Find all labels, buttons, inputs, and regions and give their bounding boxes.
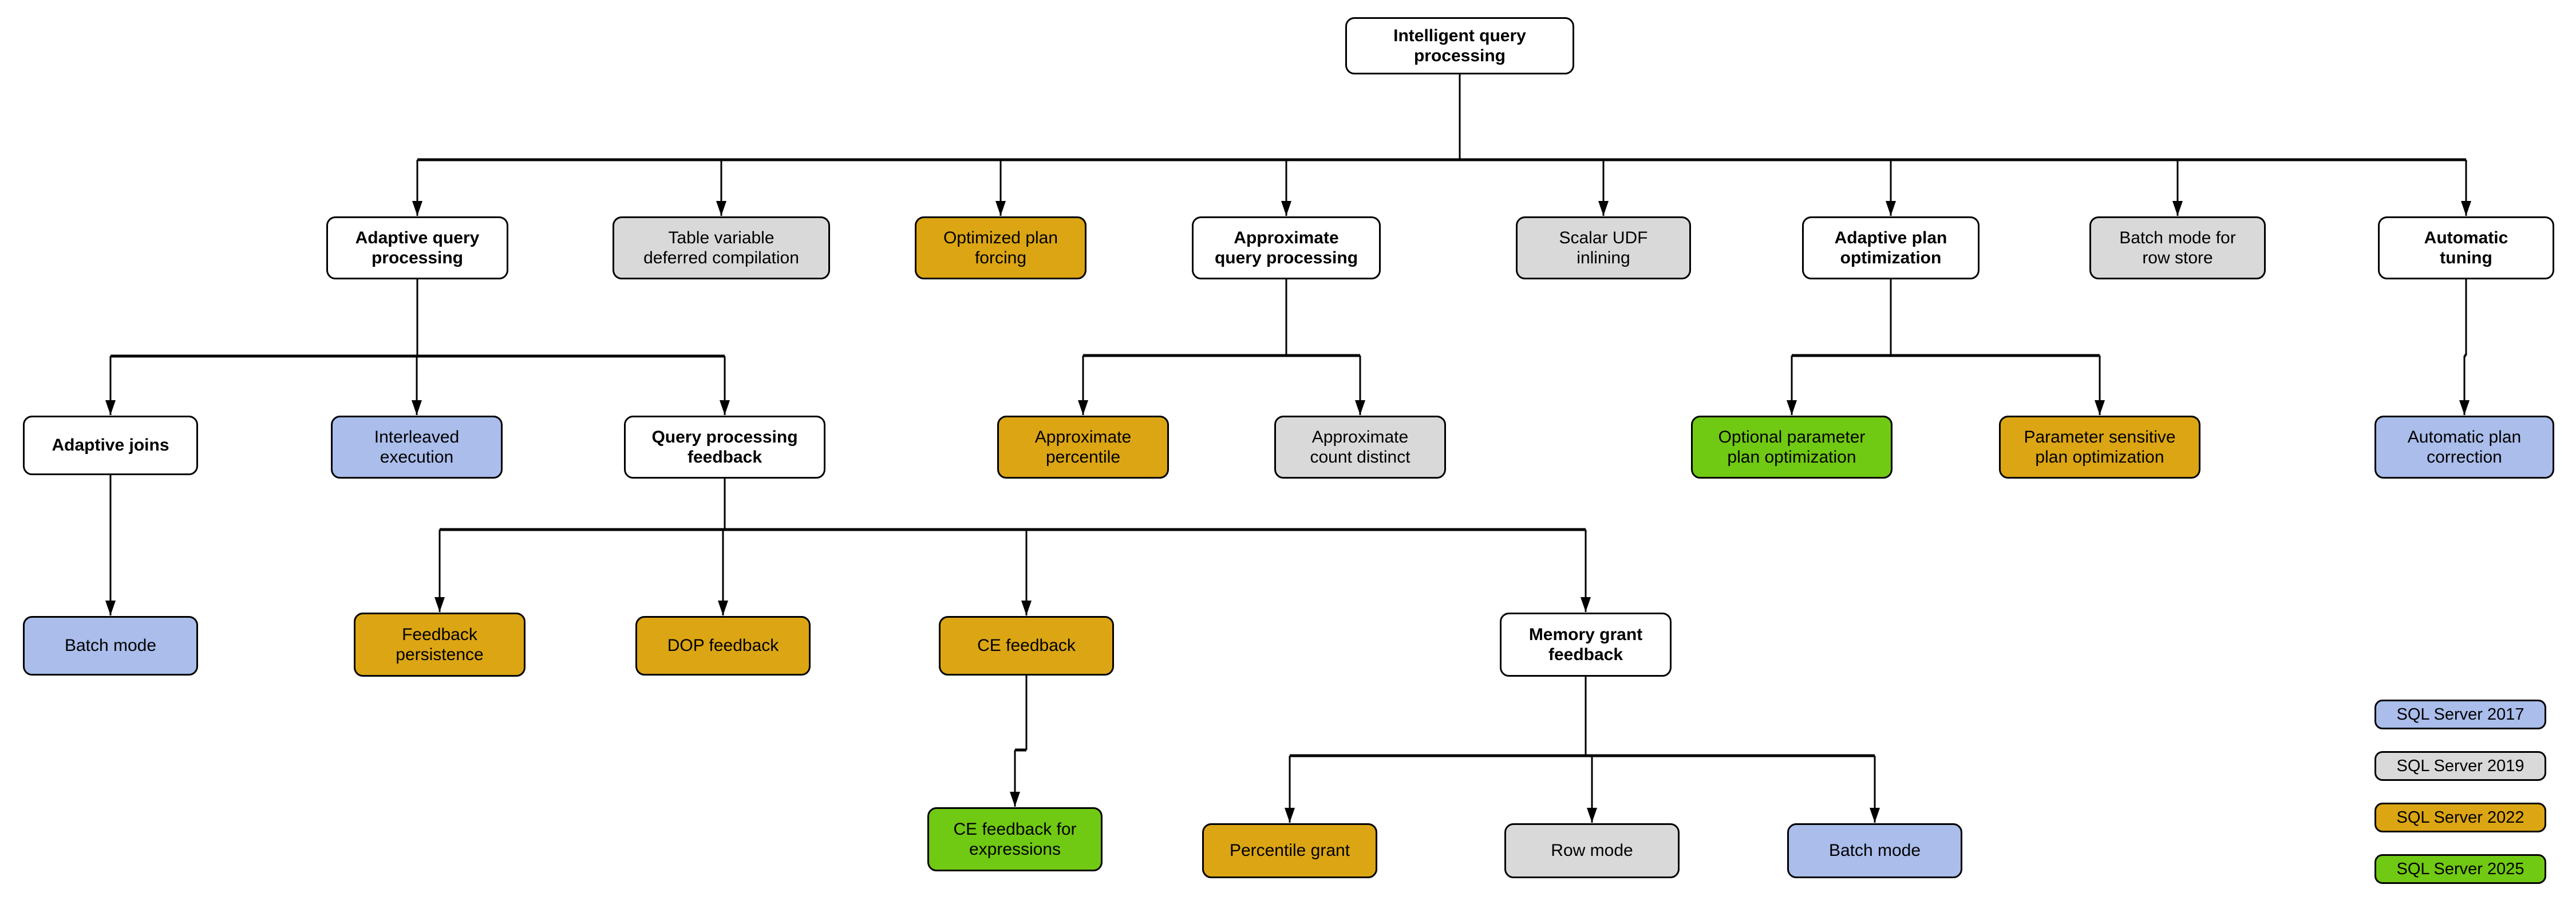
node-aqpx[interactable]: Approximate query processing	[1192, 216, 1381, 279]
node-tvdc[interactable]: Table variable deferred compilation	[613, 216, 830, 279]
node-fbpersist[interactable]: Feedback persistence	[354, 613, 526, 677]
legend-item-sql-server-2017: SQL Server 2017	[2374, 700, 2546, 729]
node-cefbexpr[interactable]: CE feedback for expressions	[927, 807, 1103, 871]
node-rowmode[interactable]: Row mode	[1504, 823, 1680, 878]
node-root[interactable]: Intelligent query processing	[1345, 17, 1574, 74]
node-sudf[interactable]: Scalar UDF inlining	[1516, 216, 1691, 279]
node-pgrant[interactable]: Percentile grant	[1202, 823, 1377, 878]
node-autotune[interactable]: Automatic tuning	[2378, 216, 2554, 279]
node-dopfb[interactable]: DOP feedback	[635, 616, 811, 676]
node-ajoins[interactable]: Adaptive joins	[23, 416, 198, 475]
node-aqp[interactable]: Adaptive query processing	[326, 216, 508, 279]
node-apc[interactable]: Automatic plan correction	[2374, 416, 2554, 479]
node-opf[interactable]: Optimized plan forcing	[915, 216, 1086, 279]
node-mgf[interactable]: Memory grant feedback	[1500, 613, 1672, 677]
node-cefb[interactable]: CE feedback	[939, 616, 1114, 676]
legend-item-sql-server-2025: SQL Server 2025	[2374, 854, 2546, 884]
legend-item-sql-server-2022: SQL Server 2022	[2374, 803, 2546, 832]
node-bmrs[interactable]: Batch mode for row store	[2089, 216, 2266, 279]
node-acd[interactable]: Approximate count distinct	[1274, 416, 1446, 479]
node-oppo[interactable]: Optional parameter plan optimization	[1691, 416, 1893, 479]
node-psp[interactable]: Parameter sensitive plan optimization	[1999, 416, 2200, 479]
node-apct[interactable]: Approximate percentile	[997, 416, 1169, 479]
node-interleave[interactable]: Interleaved execution	[331, 416, 503, 479]
node-bmode1[interactable]: Batch mode	[23, 616, 198, 676]
node-apo[interactable]: Adaptive plan optimization	[1802, 216, 1980, 279]
node-bmode2[interactable]: Batch mode	[1787, 823, 1962, 878]
legend-item-sql-server-2019: SQL Server 2019	[2374, 751, 2546, 781]
node-qpf[interactable]: Query processing feedback	[624, 416, 825, 479]
